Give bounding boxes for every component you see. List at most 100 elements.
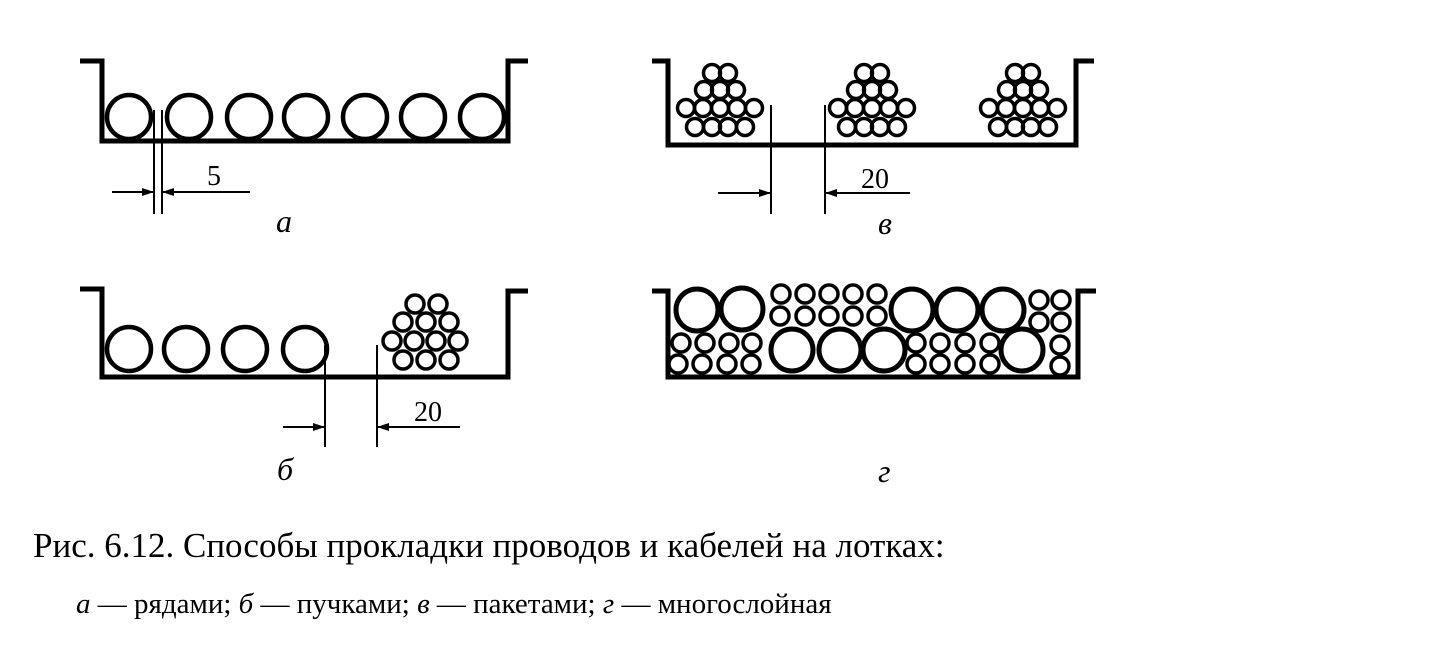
cable-small xyxy=(995,97,1017,119)
cable-small xyxy=(726,97,748,119)
cable-small xyxy=(741,332,763,354)
cable-small xyxy=(1046,97,1068,119)
cable-small xyxy=(392,349,414,371)
dimension-label-a: 5 xyxy=(207,161,221,192)
cable-small xyxy=(866,283,888,305)
panel-b xyxy=(80,286,528,447)
cable-large xyxy=(718,285,766,333)
dimension-label-b: 20 xyxy=(414,397,442,428)
panel-letter-b: б xyxy=(277,451,294,487)
cable-small xyxy=(929,353,951,375)
cable-small xyxy=(794,283,816,305)
cable-small xyxy=(842,305,864,327)
cable-small xyxy=(734,116,756,138)
cable-small xyxy=(1028,289,1050,311)
cable-small xyxy=(709,97,731,119)
cable-small xyxy=(769,305,791,327)
cable-large xyxy=(933,286,981,334)
cable-small xyxy=(1050,289,1072,311)
cable-small xyxy=(684,116,706,138)
panel-v xyxy=(652,58,1094,214)
cable-large xyxy=(673,286,721,334)
cable-small xyxy=(987,116,1009,138)
cable-small xyxy=(818,305,840,327)
cable-large xyxy=(340,92,390,142)
cable-large xyxy=(860,326,908,374)
cable-small xyxy=(415,311,437,333)
cable-small xyxy=(836,116,858,138)
cable-small xyxy=(692,97,714,119)
cable-small xyxy=(866,305,888,327)
cable-small xyxy=(1029,97,1051,119)
cable-small xyxy=(861,97,883,119)
cable-large xyxy=(888,286,936,334)
legend-letter-g: г xyxy=(602,588,615,620)
cable-small xyxy=(842,283,864,305)
cable-large xyxy=(457,92,507,142)
cable-small xyxy=(438,349,460,371)
cable-small xyxy=(878,97,900,119)
legend-letter-b: б xyxy=(238,588,254,620)
legend-letter-v: в xyxy=(417,588,430,620)
legend-text-b: — пучками; xyxy=(253,588,418,620)
legend-text-v: — пакетами; xyxy=(429,588,603,620)
dimension-label-v: 20 xyxy=(861,164,889,195)
cable-small xyxy=(717,62,739,84)
cable-small xyxy=(694,332,716,354)
cable-small xyxy=(438,311,460,333)
cable-small xyxy=(427,293,449,315)
cable-small xyxy=(691,353,713,375)
panel-letter-v: в xyxy=(878,205,892,241)
cable-large xyxy=(164,92,214,142)
cable-small xyxy=(404,293,426,315)
cable-large xyxy=(161,324,211,374)
cable-bundles-b xyxy=(104,293,469,374)
cable-small xyxy=(392,311,414,333)
cable-large xyxy=(816,326,864,374)
cable-small xyxy=(844,97,866,119)
cable-large xyxy=(280,324,330,374)
cable-small xyxy=(718,332,740,354)
cable-large xyxy=(979,286,1027,334)
cable-small xyxy=(716,353,738,375)
cable-small xyxy=(979,353,1001,375)
cable-small xyxy=(1028,311,1050,333)
cable-small xyxy=(1037,116,1059,138)
cable-small xyxy=(954,353,976,375)
legend-text-a: — рядами; xyxy=(90,588,239,620)
cable-small xyxy=(447,330,469,352)
panel-letter-a: а xyxy=(276,203,292,239)
cable-small xyxy=(770,283,792,305)
cable-small xyxy=(403,330,425,352)
legend-text-g: — многослойная xyxy=(614,588,832,620)
cable-large xyxy=(220,324,270,374)
cable-small xyxy=(905,332,927,354)
cable-large xyxy=(998,326,1046,374)
cable-large xyxy=(104,92,154,142)
cable-small xyxy=(929,332,951,354)
panel-a xyxy=(80,58,528,214)
panel-letter-g: г xyxy=(878,453,890,489)
cable-small xyxy=(1049,334,1071,356)
cable-small xyxy=(905,353,927,375)
cable-small xyxy=(1020,62,1042,84)
cable-small xyxy=(1050,311,1072,333)
tray-g xyxy=(652,288,1096,380)
cable-multilayer-g xyxy=(667,283,1072,377)
cable-small xyxy=(818,283,840,305)
cable-small xyxy=(895,97,917,119)
cable-small xyxy=(978,97,1000,119)
cable-large xyxy=(281,92,331,142)
cable-small xyxy=(670,332,692,354)
legend-letter-a: а xyxy=(76,588,91,620)
cable-small xyxy=(415,349,437,371)
cable-small xyxy=(1049,355,1071,377)
cable-large xyxy=(398,92,448,142)
cable-row-a xyxy=(104,92,507,142)
cable-small xyxy=(869,62,891,84)
cable-large xyxy=(224,92,274,142)
cable-small xyxy=(667,353,689,375)
cable-small xyxy=(1012,97,1034,119)
cable-small xyxy=(675,97,697,119)
panel-g xyxy=(652,283,1096,380)
